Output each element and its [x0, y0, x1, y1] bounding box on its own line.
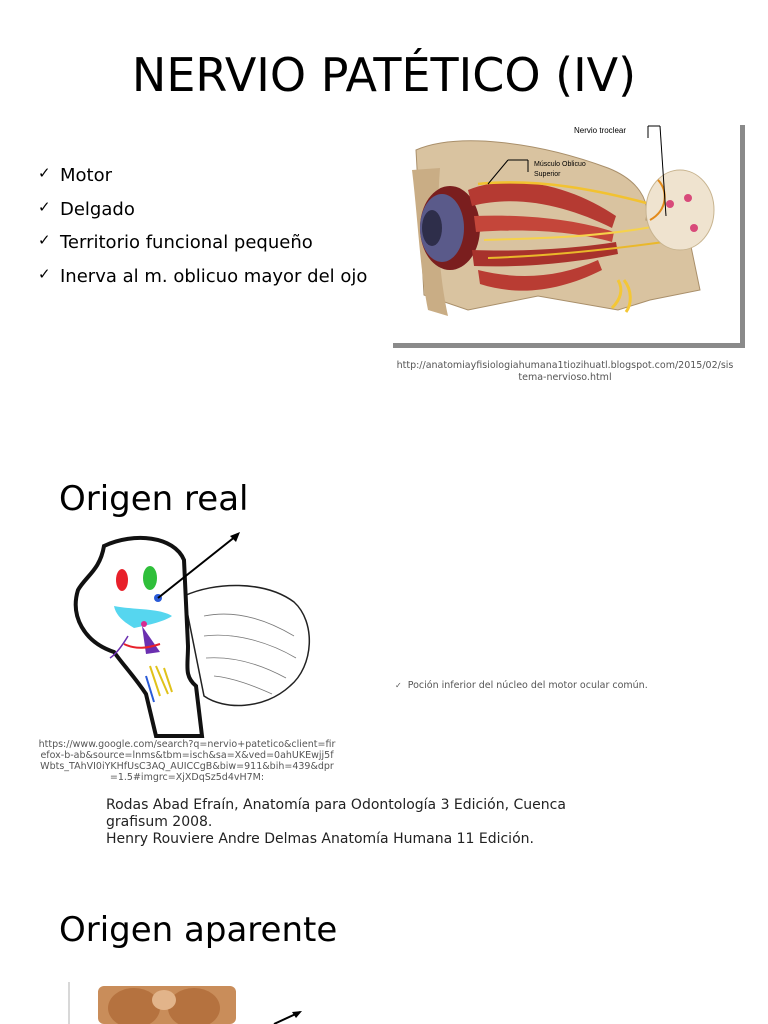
bullet-item: ✓ Motor [38, 158, 388, 192]
checkmark-icon: ✓ [38, 164, 51, 182]
label-nervio-troclear: Nervio troclear [574, 126, 626, 135]
side-note: ✓ Poción inferior del núcleo del motor oc… [395, 680, 648, 691]
bullet-text: Delgado [60, 198, 135, 220]
reference-item: Henry Rouviere Andre Delmas Anatomía Hum… [106, 831, 534, 847]
eye-orbit-illustration: Nervio troclear Músculo Oblicuo Superior [388, 120, 740, 343]
bullet-item: ✓ Territorio funcional pequeño [38, 225, 388, 259]
image-source-caption: https://www.google.com/search?q=nervio+p… [38, 739, 336, 783]
brainstem-diagram [64, 526, 320, 742]
side-note-text: Poción inferior del núcleo del motor ocu… [407, 680, 648, 691]
checkmark-icon: ✓ [395, 681, 402, 690]
references: Rodas Abad Efraín, Anatomía para Odontol… [78, 797, 618, 848]
anatomy-photo [64, 982, 314, 1024]
bullet-list: ✓ Motor ✓ Delgado ✓ Territorio funcional pe… [38, 158, 388, 292]
reference-item: Rodas Abad Efraín, Anatomía para Odontol… [106, 797, 566, 830]
bullet-text: Territorio funcional pequeño [60, 232, 313, 253]
anatomy-photo-drawing [68, 982, 302, 1024]
label-musculo-line1: Músculo Oblicuo [534, 161, 586, 168]
checkmark-icon: ✓ [38, 264, 51, 283]
bullet-text: Motor [60, 165, 113, 186]
label-musculo-line2: Superior [534, 171, 561, 178]
section-title-origen-aparente: Origen aparente [59, 910, 338, 950]
brainstem-drawing [73, 532, 311, 738]
bullet-text: Inerva al m. oblicuo mayor del ojo [60, 265, 368, 287]
checkmark-icon: ✓ [38, 231, 51, 249]
checkmark-icon: ✓ [38, 197, 51, 216]
image-source-caption: http://anatomiayfisiologiahumana1tiozihu… [396, 360, 734, 383]
bullet-item: ✓ Delgado [38, 192, 388, 226]
section-title-origen-real: Origen real [59, 479, 249, 519]
bullet-item: ✓ Inerva al m. oblicuo mayor del ojo [38, 259, 388, 293]
slide-title: NERVIO PATÉTICO (IV) [131, 48, 637, 102]
eye-orbit-drawing: Nervio troclear Músculo Oblicuo Superior [388, 120, 740, 343]
